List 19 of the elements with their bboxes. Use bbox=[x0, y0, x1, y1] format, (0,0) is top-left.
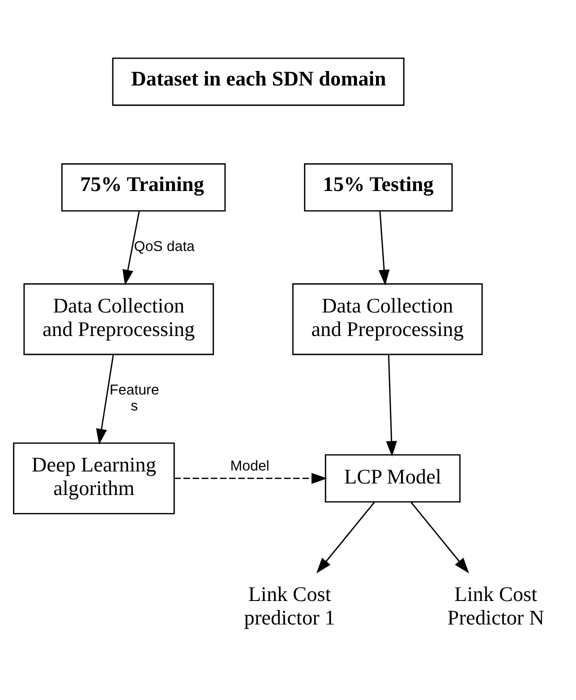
edge-label: QoS data bbox=[134, 238, 195, 255]
node-box: Data Collection and Preprocessing bbox=[292, 282, 483, 355]
arrow bbox=[316, 501, 375, 573]
arrow bbox=[378, 210, 390, 285]
arrow bbox=[174, 472, 328, 484]
arrow bbox=[96, 354, 114, 444]
node-box: Deep Learning algorithm bbox=[13, 442, 175, 514]
edge-label: Model bbox=[230, 458, 270, 474]
node-box: 15% Testing bbox=[304, 162, 453, 212]
arrow bbox=[122, 210, 140, 285]
node-box: LCP Model bbox=[324, 454, 461, 502]
node-box: 75% Training bbox=[61, 162, 226, 212]
node-text: Link Cost Predictor N bbox=[447, 581, 544, 629]
arrow bbox=[386, 354, 397, 456]
node-text: Link Cost predictor 1 bbox=[244, 581, 336, 629]
arrow bbox=[410, 501, 470, 573]
node-box: Data Collection and Preprocessing bbox=[23, 282, 214, 355]
node-box: Dataset in each SDN domain bbox=[112, 57, 404, 106]
edge-label: Feature s bbox=[110, 382, 160, 414]
